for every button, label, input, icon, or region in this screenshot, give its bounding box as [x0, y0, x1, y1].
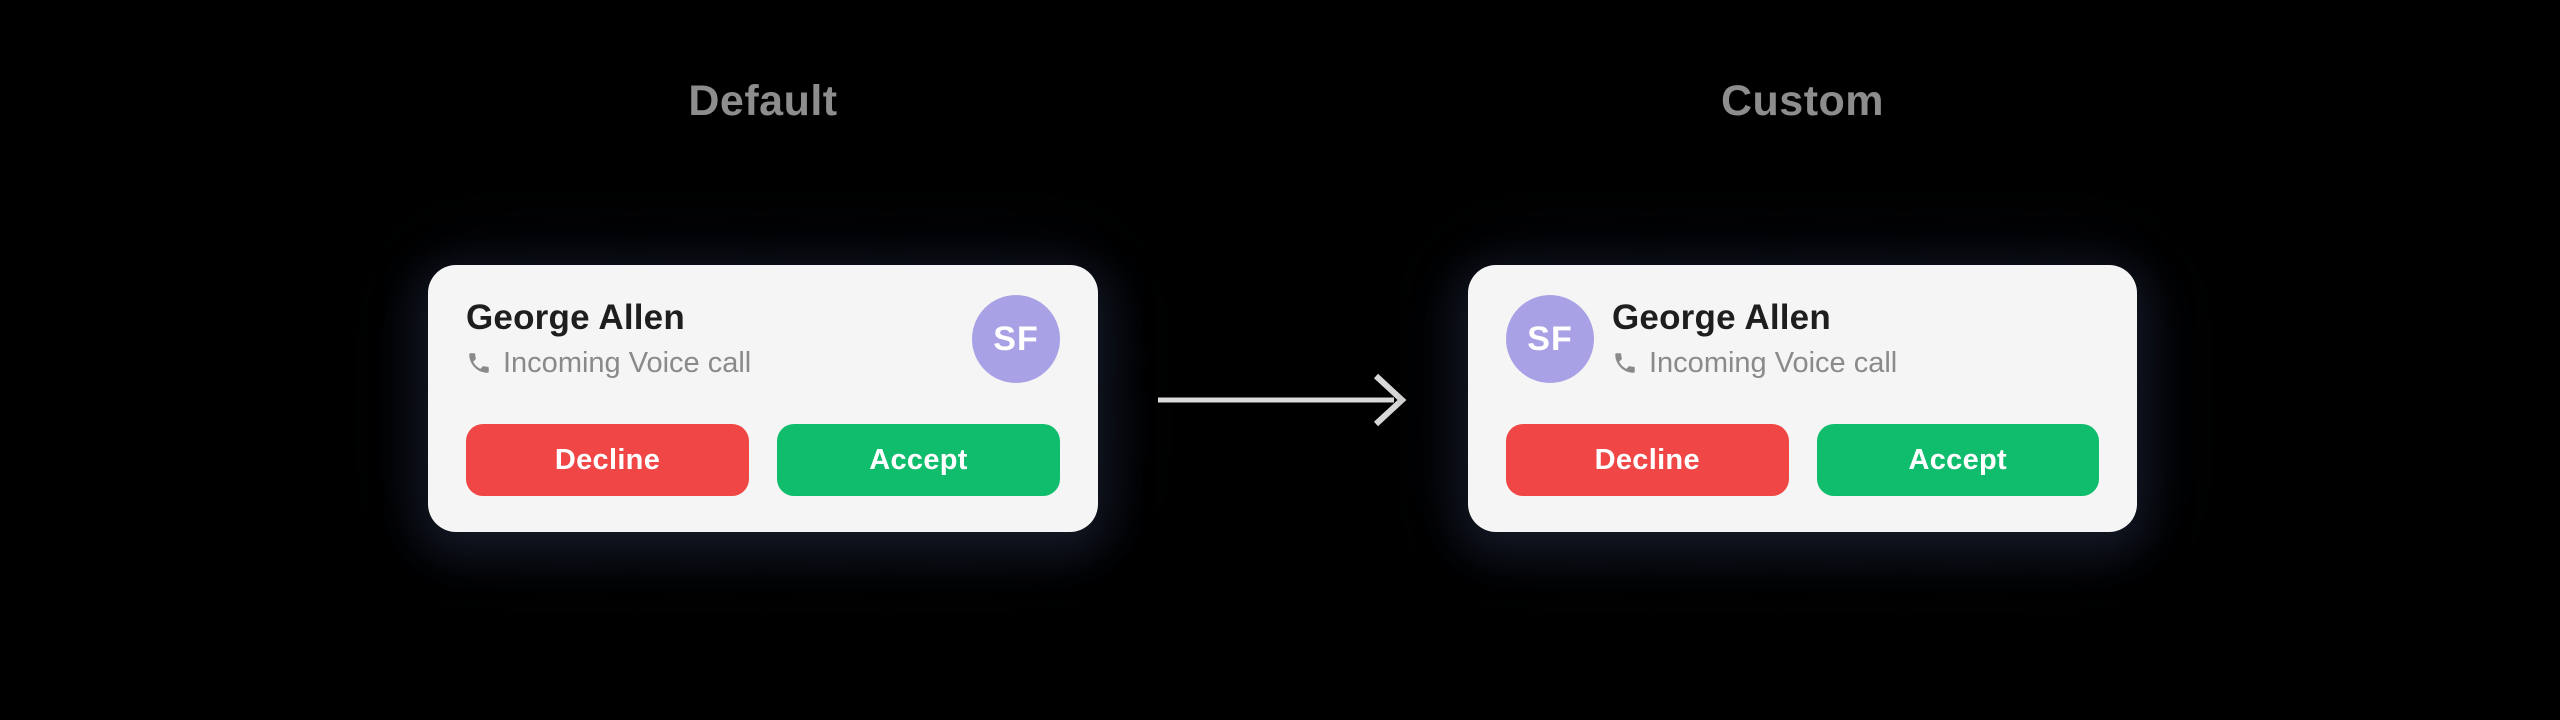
caller-name: George Allen	[466, 298, 685, 337]
phone-icon	[1615, 353, 1635, 373]
panel-label-custom: Custom	[1720, 77, 1885, 125]
call-type-row: Incoming Voice call	[466, 344, 751, 382]
incoming-call-card-default: George Allen Incoming Voice call SF Decl…	[428, 265, 1098, 532]
call-card-header: George Allen Incoming Voice call SF	[466, 295, 1060, 383]
decline-button[interactable]: Decline	[1506, 424, 1789, 496]
call-type-label: Incoming Voice call	[1649, 347, 1898, 379]
caller-info: George Allen Incoming Voice call	[1612, 296, 1897, 382]
call-card-header: SF George Allen Incoming Voice call	[1506, 295, 2099, 383]
incoming-call-card-custom: SF George Allen Incoming Voice call Decl…	[1468, 265, 2137, 532]
call-type-row: Incoming Voice call	[1612, 344, 1897, 382]
arrow-right-icon	[1158, 373, 1407, 427]
call-actions: Decline Accept	[1506, 424, 2099, 496]
accept-button[interactable]: Accept	[1816, 424, 2099, 496]
avatar: SF	[972, 295, 1060, 383]
panel-label-default: Default	[688, 77, 838, 125]
call-actions: Decline Accept	[466, 424, 1060, 496]
caller-name: George Allen	[1612, 298, 1831, 337]
avatar: SF	[1506, 295, 1594, 383]
phone-icon	[469, 353, 489, 373]
accept-button[interactable]: Accept	[777, 424, 1060, 496]
avatar-initials: SF	[1527, 319, 1573, 358]
decline-button[interactable]: Decline	[466, 424, 749, 496]
caller-info: George Allen Incoming Voice call	[466, 296, 751, 382]
call-type-label: Incoming Voice call	[503, 347, 752, 379]
avatar-initials: SF	[993, 319, 1039, 358]
